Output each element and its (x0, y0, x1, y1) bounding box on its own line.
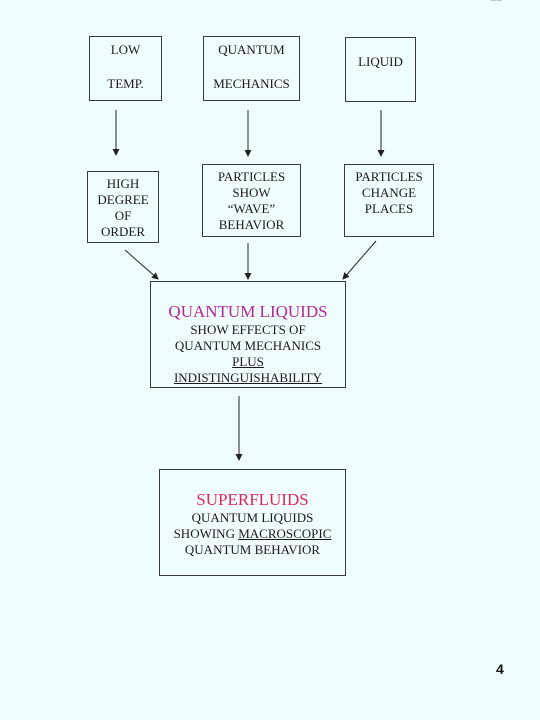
quantum-liquids-line1: SHOW EFFECTS OF (190, 322, 306, 337)
box-wave-line2: SHOW (232, 185, 271, 200)
box-change-line2: CHANGE (361, 185, 417, 200)
quantum-liquids-line4: INDISTINGUISHABILITY (173, 370, 323, 385)
box-change-line3: PLACES (364, 201, 414, 216)
box-high-degree-of-order: HIGH DEGREE OF ORDER (87, 171, 159, 243)
box-low-temp-line2: TEMP. (107, 76, 144, 91)
superfluids-line2-prefix: SHOWING (173, 526, 239, 541)
page-number: 4 (496, 661, 504, 677)
superfluids-line2-underlined: MACROSCOPIC (238, 526, 332, 541)
quantum-liquids-title: QUANTUM LIQUIDS (168, 302, 328, 321)
quantum-liquids-line3: PLUS (232, 354, 264, 369)
superfluids-line3: QUANTUM BEHAVIOR (184, 542, 321, 557)
box-order-line1: HIGH (106, 176, 140, 191)
box-wave-line1: PARTICLES (217, 169, 286, 184)
box-liquid-line1: LIQUID (358, 54, 403, 69)
box-quantum-liquids: QUANTUM LIQUIDS SHOW EFFECTS OF QUANTUM … (150, 281, 346, 388)
box-qm-line2: MECHANICS (213, 76, 290, 91)
box-particles-change-places: PARTICLES CHANGE PLACES (344, 164, 434, 237)
box-wave-line3: “WAVE” (227, 201, 276, 216)
box-change-line1: PARTICLES (355, 169, 423, 184)
box-low-temp: LOW TEMP. (89, 36, 162, 101)
arrow-change-places-to-quantum-liquids (342, 240, 377, 280)
corner-mark: 12 (490, 0, 502, 4)
arrow-order-to-quantum-liquids (124, 249, 159, 280)
box-qm-line1: QUANTUM (218, 42, 285, 57)
box-order-line2: DEGREE (97, 192, 149, 207)
box-wave-line4: BEHAVIOR (218, 217, 285, 232)
box-low-temp-line1: LOW (110, 42, 141, 57)
superfluids-title: SUPERFLUIDS (196, 490, 309, 509)
box-particles-show-wave: PARTICLES SHOW “WAVE” BEHAVIOR (202, 164, 301, 237)
box-liquid: LIQUID (345, 37, 416, 102)
superfluids-line2: SHOWING MACROSCOPIC (160, 526, 345, 542)
box-superfluids: SUPERFLUIDS QUANTUM LIQUIDS SHOWING MACR… (159, 469, 346, 576)
box-quantum-mechanics: QUANTUM MECHANICS (203, 36, 300, 101)
box-order-line4: ORDER (100, 224, 146, 239)
superfluids-line1: QUANTUM LIQUIDS (191, 510, 314, 525)
box-order-line3: OF (114, 208, 132, 223)
quantum-liquids-line2: QUANTUM MECHANICS (174, 338, 322, 353)
